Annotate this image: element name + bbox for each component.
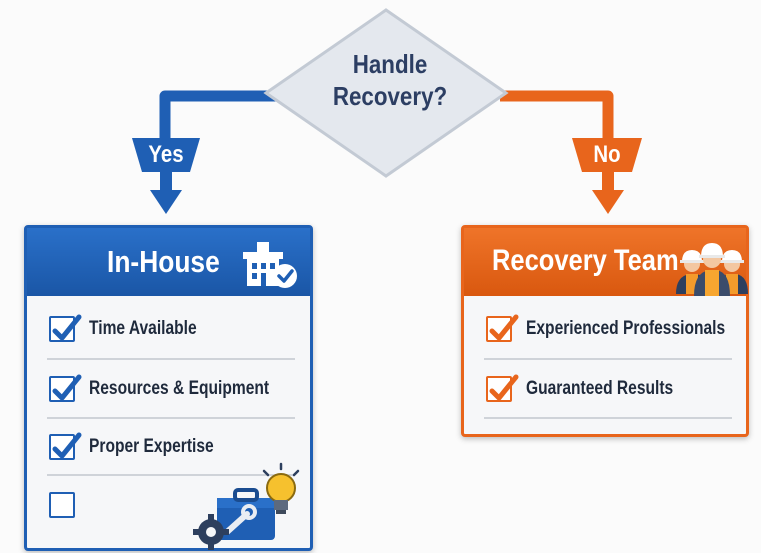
- divider: [484, 417, 732, 419]
- checkbox-unchecked[interactable]: [49, 492, 75, 518]
- in-house-title: In-House: [107, 244, 220, 279]
- yes-arrow-body: [132, 138, 200, 172]
- item-label: Proper Expertise: [89, 436, 214, 457]
- checkbox-checked[interactable]: [49, 374, 82, 402]
- checkbox-checked[interactable]: [486, 314, 519, 342]
- check-icon: [52, 374, 82, 401]
- no-arrow-head: [592, 190, 624, 214]
- in-house-item-3[interactable]: Proper Expertise: [27, 420, 310, 478]
- item-label: Guaranteed Results: [526, 378, 674, 399]
- in-house-card: In-House Time Available Resources & Equi…: [24, 225, 313, 551]
- building-check-icon: [243, 242, 297, 288]
- decision-line-2: Recovery?: [332, 81, 448, 111]
- item-label: Time Available: [89, 318, 197, 339]
- recovery-team-card: Recovery Team: [461, 225, 749, 437]
- checkbox-checked[interactable]: [486, 374, 519, 402]
- yes-label: Yes: [148, 141, 184, 168]
- checkbox-checked[interactable]: [49, 314, 82, 342]
- recovery-team-header: Recovery Team: [464, 228, 748, 296]
- recovery-team-title: Recovery Team: [492, 244, 679, 277]
- divider: [47, 358, 295, 360]
- item-label: Resources & Equipment: [89, 378, 270, 399]
- recovery-team-item-1[interactable]: Experienced Professionals: [464, 302, 746, 360]
- check-icon: [52, 432, 82, 459]
- in-house-item-4[interactable]: [27, 478, 310, 536]
- checkbox-checked[interactable]: [49, 432, 82, 460]
- yes-arrow-head: [150, 190, 182, 214]
- toolbox-lightbulb-icon: [193, 462, 300, 550]
- no-arrow-body: [572, 138, 642, 172]
- decision-line-1: Handle: [352, 49, 428, 79]
- in-house-item-1[interactable]: Time Available: [27, 302, 310, 360]
- check-icon: [489, 374, 519, 401]
- check-icon: [489, 314, 519, 341]
- decision-diamond: [263, 8, 509, 178]
- workers-icon: [676, 243, 748, 296]
- item-label: Experienced Professionals: [526, 318, 726, 339]
- recovery-team-item-2[interactable]: Guaranteed Results: [464, 362, 746, 420]
- in-house-item-2[interactable]: Resources & Equipment: [27, 362, 310, 420]
- divider: [47, 417, 295, 419]
- no-label: No: [593, 141, 621, 168]
- divider: [484, 358, 732, 360]
- no-connector: [500, 90, 614, 140]
- decision-text: Handle Recovery?: [304, 48, 476, 112]
- yes-connector: [159, 90, 276, 140]
- divider: [47, 474, 295, 476]
- check-icon: [52, 314, 82, 341]
- in-house-header: In-House: [27, 228, 310, 296]
